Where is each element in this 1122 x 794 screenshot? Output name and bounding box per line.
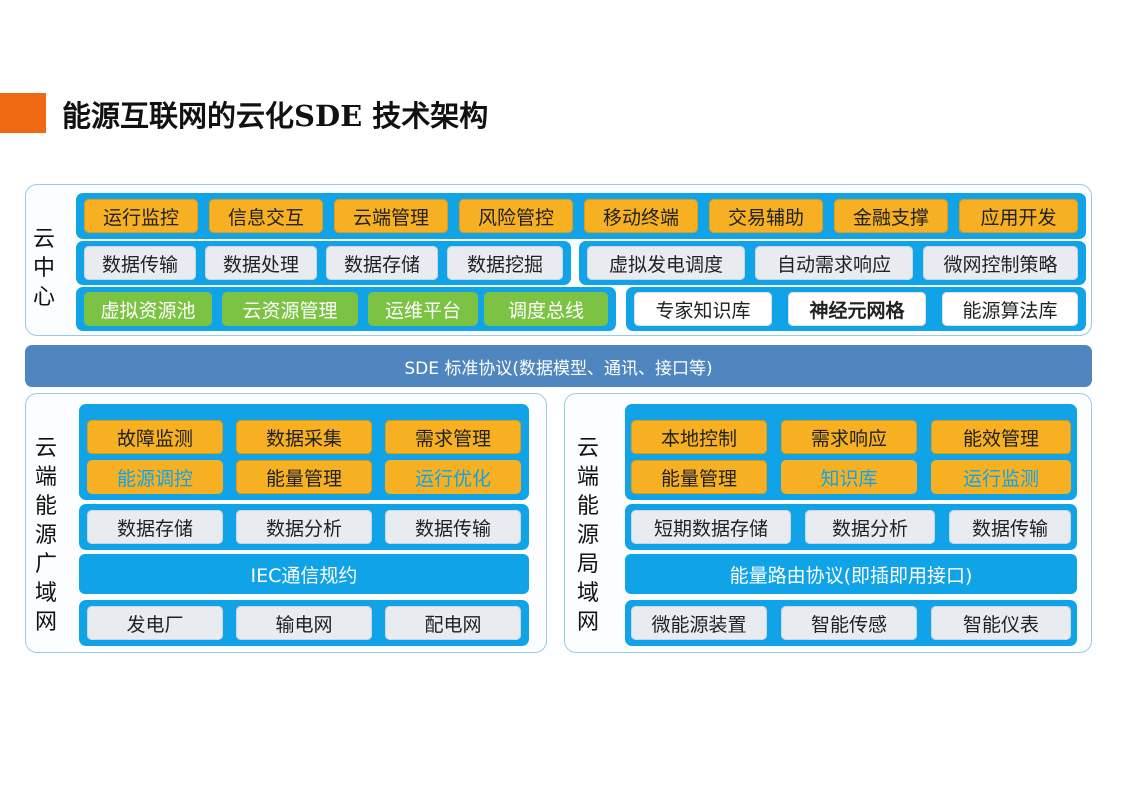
neuron-grid: 神经元网格 [788, 292, 926, 326]
app-application-dev: 应用开发 [959, 199, 1078, 233]
demand-response: 需求响应 [781, 420, 917, 454]
wide-data-row: 数据存储 数据分析 数据传输 [79, 504, 529, 550]
wide-data-storage: 数据存储 [87, 510, 223, 544]
app-risk-control: 风险管控 [459, 199, 573, 233]
local-control: 本地控制 [631, 420, 767, 454]
microgrid-control-strategy: 微网控制策略 [923, 246, 1078, 280]
title-accent-bar [0, 93, 46, 133]
energy-regulation: 能源调控 [87, 460, 223, 494]
wide-grid-row: 发电厂 输电网 配电网 [79, 600, 529, 646]
cloud-center-panel: 云 中 心 运行监控 信息交互 云端管理 风险管控 移动终端 交易辅助 金融支撑… [25, 184, 1092, 336]
data-mining: 数据挖掘 [447, 246, 563, 280]
wide-data-analysis: 数据分析 [236, 510, 372, 544]
virtual-power-dispatch: 虚拟发电调度 [587, 246, 745, 280]
sde-protocol-band: SDE 标准协议(数据模型、通讯、接口等) [25, 345, 1092, 387]
data-storage: 数据存储 [326, 246, 438, 280]
cloud-data-row: 数据传输 数据处理 数据存储 数据挖掘 [76, 241, 571, 285]
energy-algorithm-library: 能源算法库 [942, 292, 1078, 326]
local-data-row: 短期数据存储 数据分析 数据传输 [625, 504, 1077, 550]
wide-energy-management: 能量管理 [236, 460, 372, 494]
expert-knowledge-base: 专家知识库 [634, 292, 772, 326]
data-transmission: 数据传输 [84, 246, 196, 280]
wide-data-transmission: 数据传输 [385, 510, 521, 544]
fault-monitoring: 故障监测 [87, 420, 223, 454]
app-operation-monitoring: 运行监控 [84, 199, 198, 233]
energy-routing-protocol-bar: 能量路由协议(即插即用接口) [625, 554, 1077, 594]
cloud-strategy-row: 虚拟发电调度 自动需求响应 微网控制策略 [579, 241, 1086, 285]
iec-protocol-bar: IEC通信规约 [79, 554, 529, 594]
local-energy-management: 能量管理 [631, 460, 767, 494]
local-apps-block: 本地控制 需求响应 能效管理 能量管理 知识库 运行监测 [625, 404, 1077, 500]
virtual-resource-pool: 虚拟资源池 [84, 292, 212, 326]
cloud-resource-row: 虚拟资源池 云资源管理 运维平台 调度总线 [76, 287, 616, 331]
local-data-analysis: 数据分析 [805, 510, 935, 544]
demand-management: 需求管理 [385, 420, 521, 454]
cloud-app-row: 运行监控 信息交互 云端管理 风险管控 移动终端 交易辅助 金融支撑 应用开发 [76, 193, 1086, 239]
app-financial-support: 金融支撑 [834, 199, 948, 233]
efficiency-management: 能效管理 [931, 420, 1071, 454]
knowledge-base: 知识库 [781, 460, 917, 494]
local-area-panel: 云 端 能 源 局 域 网 本地控制 需求响应 能效管理 能量管理 知识库 运行… [564, 393, 1092, 653]
app-mobile-terminal: 移动终端 [584, 199, 698, 233]
local-device-row: 微能源装置 智能传感 智能仪表 [625, 600, 1077, 646]
page-title: 能源互联网的云化SDE 技术架构 [62, 99, 489, 133]
app-cloud-management: 云端管理 [334, 199, 448, 233]
smart-sensing: 智能传感 [781, 606, 917, 640]
micro-energy-device: 微能源装置 [631, 606, 767, 640]
smart-meter: 智能仪表 [931, 606, 1071, 640]
operation-monitoring: 运行监测 [931, 460, 1071, 494]
distribution-grid: 配电网 [385, 606, 521, 640]
short-term-data-storage: 短期数据存储 [631, 510, 791, 544]
operation-optimization: 运行优化 [385, 460, 521, 494]
app-trade-assist: 交易辅助 [709, 199, 823, 233]
local-area-label: 云 端 能 源 局 域 网 [576, 436, 599, 635]
data-processing: 数据处理 [205, 246, 317, 280]
wide-area-panel: 云 端 能 源 广 域 网 故障监测 数据采集 需求管理 能源调控 能量管理 运… [25, 393, 547, 653]
power-plant: 发电厂 [87, 606, 223, 640]
transmission-grid: 输电网 [236, 606, 372, 640]
auto-demand-response: 自动需求响应 [755, 246, 913, 280]
cloud-resource-management: 云资源管理 [222, 292, 358, 326]
local-data-transmission: 数据传输 [949, 510, 1071, 544]
dispatch-bus: 调度总线 [484, 292, 608, 326]
data-acquisition: 数据采集 [236, 420, 372, 454]
cloud-knowledge-row: 专家知识库 神经元网格 能源算法库 [626, 287, 1086, 331]
ops-platform: 运维平台 [368, 292, 478, 326]
app-information-exchange: 信息交互 [209, 199, 323, 233]
wide-apps-block: 故障监测 数据采集 需求管理 能源调控 能量管理 运行优化 [79, 404, 529, 500]
cloud-center-label: 云 中 心 [32, 227, 55, 310]
wide-area-label: 云 端 能 源 广 域 网 [34, 436, 57, 635]
